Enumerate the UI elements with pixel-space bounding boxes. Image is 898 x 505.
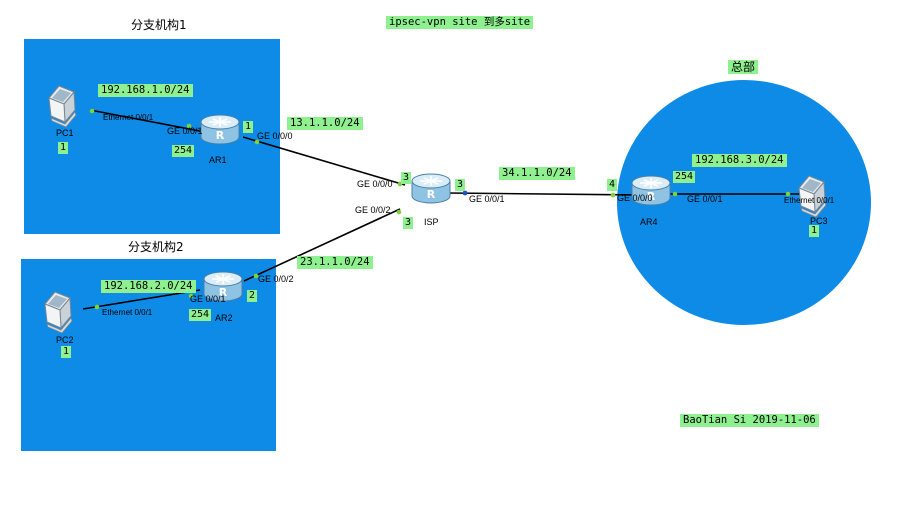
hostid-isp-g02: 3 bbox=[403, 217, 414, 229]
ar1-router-icon[interactable]: R bbox=[199, 113, 241, 147]
pc3-label: PC3 bbox=[810, 216, 828, 226]
ar4-router-icon[interactable]: R bbox=[630, 174, 672, 208]
svg-text:R: R bbox=[427, 188, 436, 201]
hostid-ar2-wan: 2 bbox=[247, 290, 258, 302]
isp-label: ISP bbox=[424, 217, 439, 227]
pc1-label: PC1 bbox=[56, 128, 74, 138]
port-dot-isp-g01 bbox=[462, 190, 468, 196]
svg-text:R: R bbox=[216, 129, 225, 142]
link-isp-ar4 bbox=[447, 192, 641, 196]
port-isp-g02: GE 0/0/2 bbox=[355, 205, 391, 215]
pc2-icon[interactable] bbox=[42, 288, 82, 334]
port-dot-ar1-g00 bbox=[254, 139, 260, 145]
hq-title: 总部 bbox=[728, 60, 759, 74]
diagram-title: ipsec-vpn site 到多site bbox=[386, 16, 534, 29]
port-pc3-eth: Ethernet 0/0/1 bbox=[784, 196, 835, 205]
port-ar1-g01: GE 0/0/1 bbox=[167, 126, 203, 136]
port-ar4-g00: GE 0/0/0 bbox=[617, 193, 653, 203]
port-dot-ar1-g01 bbox=[186, 123, 192, 129]
ar1-label: AR1 bbox=[209, 155, 227, 165]
isp-router-icon[interactable]: R bbox=[410, 172, 452, 206]
port-dot-ar4-g00 bbox=[610, 192, 616, 198]
network-wan-ar4: 34.1.1.0/24 bbox=[499, 167, 575, 180]
branch1-title: 分支机构1 bbox=[131, 18, 187, 32]
link-pc1-ar1 bbox=[89, 109, 206, 133]
network-wan-ar2: 23.1.1.0/24 bbox=[297, 256, 373, 269]
port-ar2-g02: GE 0/0/2 bbox=[258, 274, 294, 284]
hostid-ar1-lan: 254 bbox=[172, 145, 195, 157]
link-ar1-isp bbox=[242, 136, 406, 186]
port-dot-ar2-g02 bbox=[253, 273, 259, 279]
svg-text:R: R bbox=[647, 190, 656, 203]
hostid-pc3: 1 bbox=[809, 225, 820, 237]
port-dot-ar2-g01 bbox=[188, 293, 194, 299]
pc2-label: PC2 bbox=[56, 335, 74, 345]
hostid-isp-g00: 3 bbox=[401, 172, 412, 184]
pc1-icon[interactable] bbox=[46, 82, 86, 128]
pc3-icon[interactable] bbox=[796, 172, 836, 218]
footer-credit: BaoTian Si 2019-11-06 bbox=[680, 414, 819, 427]
port-pc1-eth: Ethernet 0/0/1 bbox=[103, 113, 154, 122]
hostid-isp-g01: 3 bbox=[455, 179, 466, 191]
hostid-ar1-wan: 1 bbox=[243, 121, 254, 133]
hostid-pc1: 1 bbox=[58, 142, 69, 154]
ar2-router-icon[interactable]: R bbox=[202, 270, 244, 304]
port-dot-isp-g02 bbox=[396, 209, 402, 215]
port-ar2-g01: GE 0/0/1 bbox=[190, 294, 226, 304]
branch2-title: 分支机构2 bbox=[128, 240, 184, 254]
port-isp-g00: GE 0/0/0 bbox=[357, 179, 393, 189]
port-isp-g01: GE 0/0/1 bbox=[469, 194, 505, 204]
port-dot-pc2 bbox=[94, 304, 100, 310]
port-dot-pc3 bbox=[785, 191, 791, 197]
network-wan-ar1: 13.1.1.0/24 bbox=[287, 117, 363, 130]
network-lan3: 192.168.3.0/24 bbox=[692, 154, 787, 167]
hostid-pc2: 1 bbox=[61, 346, 72, 358]
svg-text:R: R bbox=[219, 286, 228, 299]
ar4-label: AR4 bbox=[640, 217, 658, 227]
port-pc2-eth: Ethernet 0/0/1 bbox=[102, 308, 153, 317]
link-isp-ar2 bbox=[243, 208, 401, 282]
link-ar2-pc2 bbox=[82, 289, 201, 310]
port-dot-pc1 bbox=[89, 108, 95, 114]
ar2-label: AR2 bbox=[215, 313, 233, 323]
port-ar1-g00: GE 0/0/0 bbox=[257, 131, 293, 141]
hostid-ar4-wan: 4 bbox=[607, 179, 618, 191]
network-lan1: 192.168.1.0/24 bbox=[98, 84, 193, 97]
hostid-ar2-lan: 254 bbox=[189, 309, 212, 321]
port-ar4-g01: GE 0/0/1 bbox=[687, 194, 723, 204]
network-lan2: 192.168.2.0/24 bbox=[101, 280, 196, 293]
port-dot-ar4-g01 bbox=[672, 191, 678, 197]
hostid-ar4-lan: 254 bbox=[673, 171, 696, 183]
